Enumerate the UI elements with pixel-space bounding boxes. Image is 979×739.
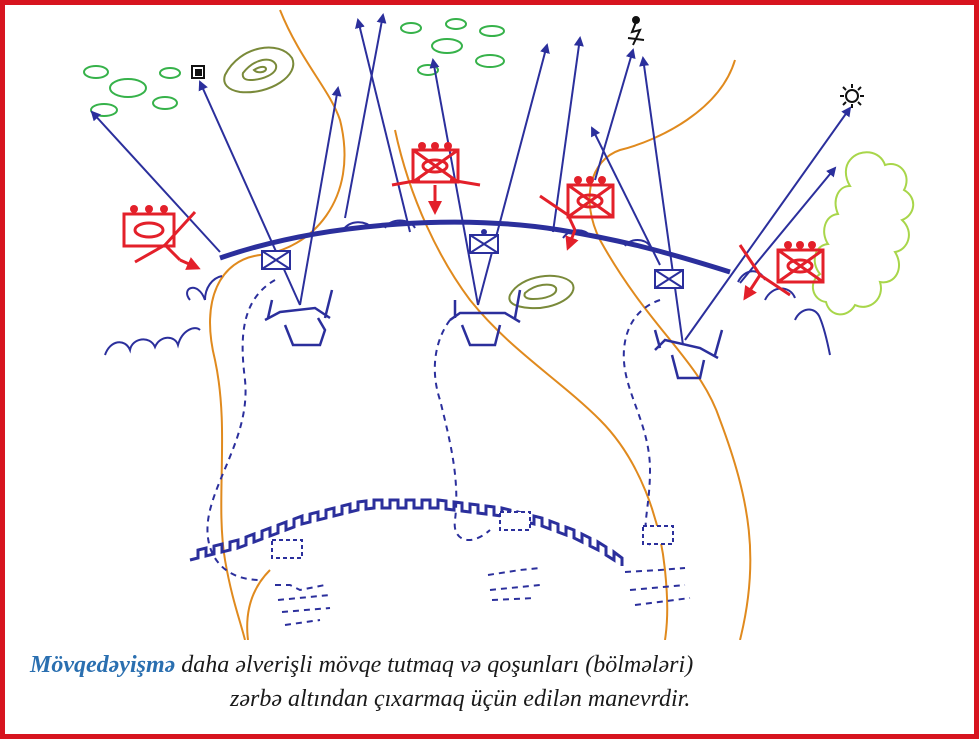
hill-contours xyxy=(223,46,575,310)
explosion-icon xyxy=(627,16,645,46)
sun-icon xyxy=(840,84,864,108)
forest-ovals xyxy=(83,18,505,117)
caption-text-2: zərbə altından çıxarmaq üçün edilən mane… xyxy=(230,686,691,712)
cloud-outline xyxy=(811,151,915,316)
enemy-unit-icon xyxy=(122,142,825,301)
caption-line-1: Mövqedəyişmə daha əlverişli mövqe tutmaq… xyxy=(30,648,960,682)
withdrawal-routes xyxy=(206,279,691,626)
maneuver-diagram xyxy=(83,9,915,640)
caption-term: Mövqedəyişmə xyxy=(30,652,176,678)
caption-line-2: zərbə altından çıxarmaq üçün edilən mane… xyxy=(30,682,960,716)
caption-text-1: daha əlverişli mövqe tutmaq və qoşunları… xyxy=(181,652,694,678)
terrain-lines xyxy=(209,9,752,640)
rear-friendly-units xyxy=(271,511,674,559)
front-line xyxy=(104,219,831,356)
friendly-unit-icon xyxy=(261,229,684,289)
friendly-positions xyxy=(264,289,724,380)
caption: Mövqedəyişmə daha əlverişli mövqe tutmaq… xyxy=(30,648,960,716)
rear-defense-line xyxy=(189,498,624,566)
bunker-icon xyxy=(191,65,205,79)
